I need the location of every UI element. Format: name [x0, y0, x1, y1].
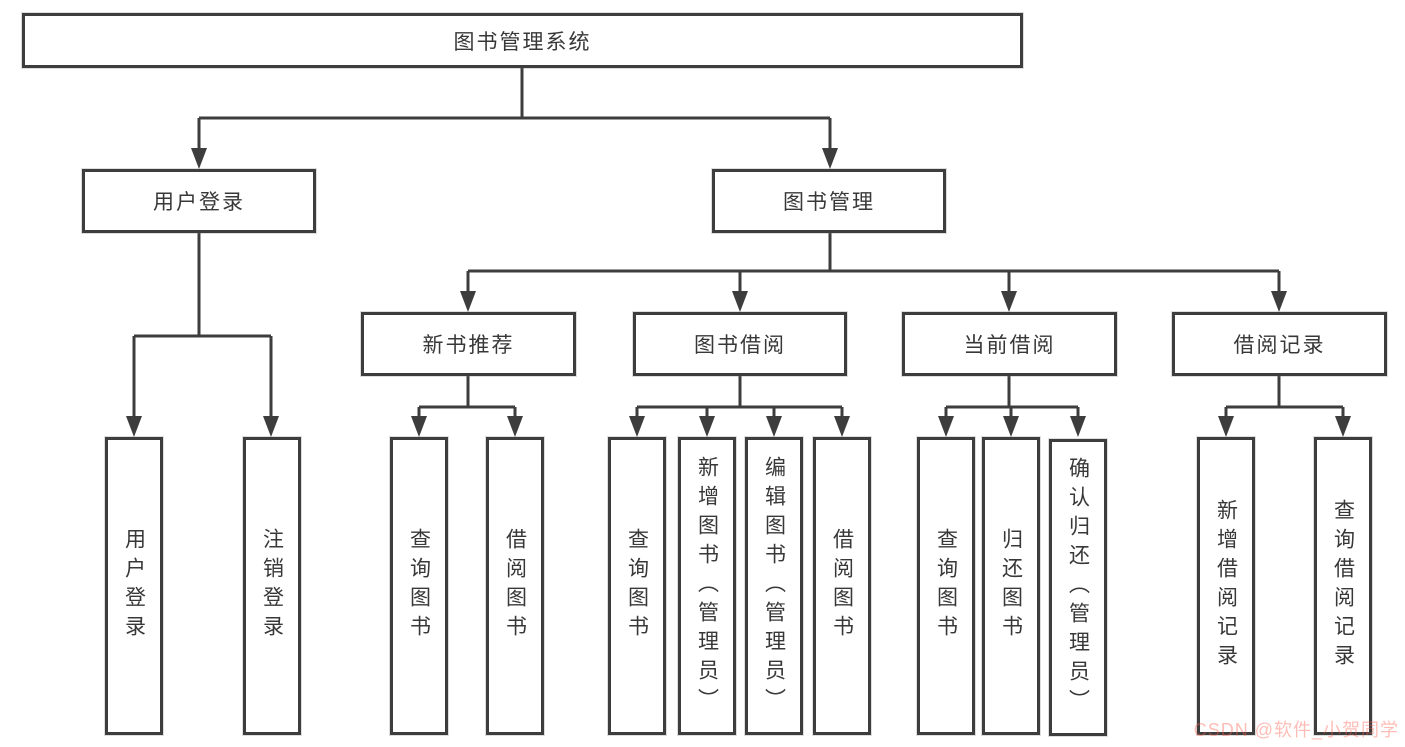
leaf-records-query-borrow-record: 查询借阅记录: [1314, 437, 1372, 735]
leaf-borrow-edit-books-admin: 编辑图书（管理员）: [745, 437, 803, 735]
node-book-borrow: 图书借阅: [633, 312, 847, 376]
node-book-management: 图书管理: [712, 169, 946, 233]
node-new-book-recommend: 新书推荐: [361, 312, 576, 376]
node-user-login: 用户登录: [82, 169, 316, 233]
leaf-borrow-borrow-books: 借阅图书: [813, 437, 871, 735]
node-borrow-records: 借阅记录: [1172, 312, 1387, 376]
leaf-recommend-borrow-books: 借阅图书: [486, 437, 544, 735]
node-library-system: 图书管理系统: [22, 13, 1023, 68]
node-current-borrow: 当前借阅: [902, 312, 1117, 376]
leaf-borrow-add-books-admin: 新增图书（管理员）: [678, 437, 736, 735]
leaf-borrow-query-books: 查询图书: [608, 437, 666, 735]
leaf-current-return-books: 归还图书: [982, 437, 1040, 735]
leaf-user-login: 用户登录: [105, 437, 163, 735]
leaf-records-add-borrow-record: 新增借阅记录: [1197, 437, 1255, 735]
leaf-recommend-query-books: 查询图书: [390, 437, 448, 735]
leaf-logout: 注销登录: [243, 437, 301, 735]
leaf-current-confirm-return-admin: 确认归还（管理员）: [1049, 439, 1107, 736]
csdn-watermark: CSDN @软件_小贺同学: [1193, 720, 1399, 740]
leaf-current-query-books: 查询图书: [917, 437, 975, 735]
